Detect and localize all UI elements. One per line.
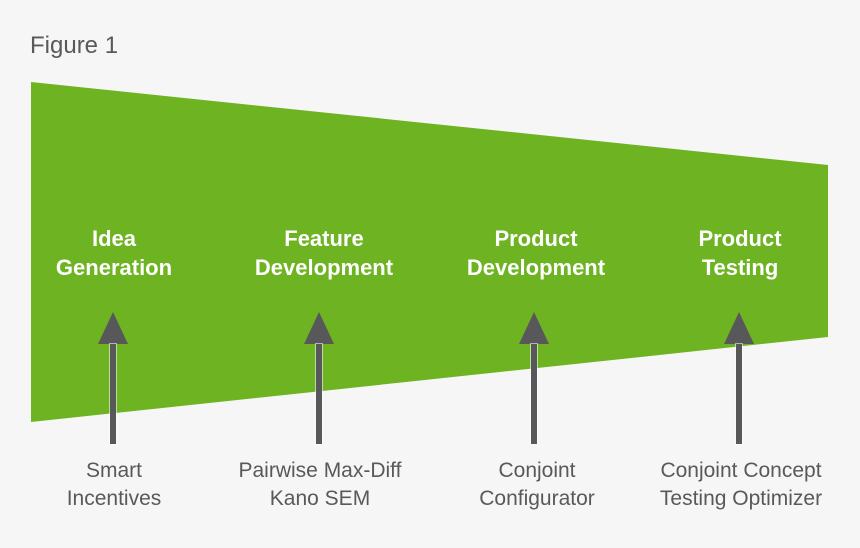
up-arrow-icon bbox=[304, 312, 334, 444]
up-arrow-icon bbox=[519, 312, 549, 444]
method-label-smart-incentives: Smart Incentives bbox=[66, 459, 162, 510]
arrow-shaft bbox=[316, 344, 322, 444]
up-arrow-icon bbox=[98, 312, 128, 444]
funnel-shape bbox=[31, 82, 828, 422]
arrow-head-icon bbox=[519, 312, 549, 344]
method-label-conjoint-concept-testing-optimizer: Conjoint Concept Testing Optimizer bbox=[659, 459, 823, 510]
arrow-shaft bbox=[736, 344, 742, 444]
up-arrow-icon bbox=[724, 312, 754, 444]
method-label-pairwise-maxdiff-kano-sem: Pairwise Max-Diff Kano SEM bbox=[238, 459, 402, 510]
arrow-shaft bbox=[110, 344, 116, 444]
arrow-shaft bbox=[531, 344, 537, 444]
stage-label-product-testing: Product Testing bbox=[698, 226, 782, 280]
arrow-head-icon bbox=[304, 312, 334, 344]
stage-label-product-development: Product Development bbox=[466, 226, 606, 280]
arrow-head-icon bbox=[98, 312, 128, 344]
method-label-conjoint-configurator: Conjoint Configurator bbox=[479, 459, 595, 510]
figure-caption: Figure 1 bbox=[30, 32, 119, 59]
stage-label-idea-generation: Idea Generation bbox=[55, 226, 173, 280]
arrow-head-icon bbox=[724, 312, 754, 344]
stage-label-feature-development: Feature Development bbox=[254, 226, 394, 280]
